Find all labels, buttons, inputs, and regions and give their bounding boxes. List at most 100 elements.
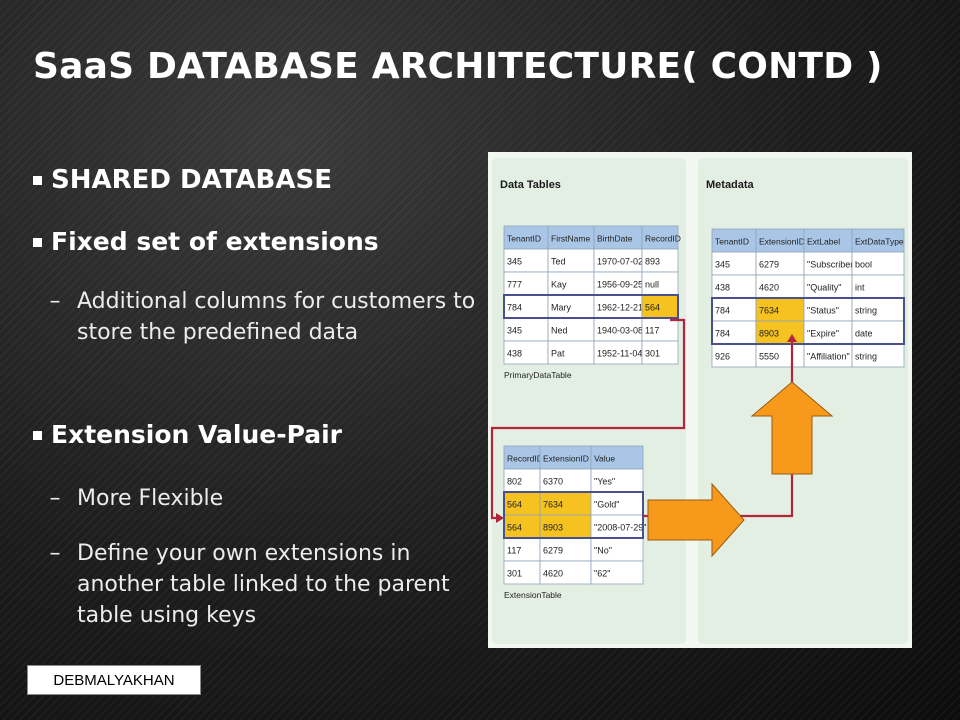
metadata-table-cell-text: "Expire" xyxy=(807,329,839,339)
primary-table-cell-text: 301 xyxy=(645,349,660,359)
slide-title: SaaS DATABASE ARCHITECTURE( CONTD ) xyxy=(33,46,883,87)
up-callout-arrow xyxy=(750,381,834,475)
primary-table-cell-text: 345 xyxy=(507,326,522,336)
metadata-table-cell-text: 784 xyxy=(715,306,730,316)
extension-table-cell-text: 6279 xyxy=(543,546,563,556)
sub-bullet-item: –Additional columns for customers to sto… xyxy=(33,286,477,348)
primary-table-cell-text: 345 xyxy=(507,257,522,267)
primary-table-cell-text: Kay xyxy=(551,280,567,290)
link-arrowhead xyxy=(787,334,797,342)
primary-table-header-text: BirthDate xyxy=(597,234,633,244)
primary-table-cell-text: 438 xyxy=(507,349,522,359)
sub-bullet-item: –Define your own extensions in another t… xyxy=(33,538,477,631)
extension-table-cell-text: "No" xyxy=(594,546,612,556)
metadata-table-cell-text: 6279 xyxy=(759,260,779,270)
link-arrowhead xyxy=(496,513,504,523)
bullet-item: Fixed set of extensions xyxy=(33,222,379,262)
extension-table-cell-text: "62" xyxy=(594,569,610,579)
primary-table-cell-text: 1956-09-25 xyxy=(597,280,643,290)
bullet-text: Fixed set of extensions xyxy=(51,227,379,256)
metadata-table-header-text: ExtDataType xyxy=(855,237,904,247)
extension-table-cell-text: "2008-07-29" xyxy=(594,523,646,533)
primary-table-cell-text: 1970-07-02 xyxy=(597,257,643,267)
square-bullet-icon xyxy=(33,237,42,247)
dash-bullet-icon: – xyxy=(49,541,61,566)
metadata-table-cell-text: 345 xyxy=(715,260,730,270)
metadata-table-cell-text: bool xyxy=(855,260,872,270)
extension-table-cell-text: 7634 xyxy=(543,500,563,510)
metadata-table-cell-text: 4620 xyxy=(759,283,779,293)
primary-table-cell-text: 1962-12-21 xyxy=(597,303,643,313)
extension-table-header-text: ExtensionID xyxy=(543,454,589,464)
dash-bullet-icon: – xyxy=(49,289,61,314)
data-tables-label: Data Tables xyxy=(500,179,561,191)
metadata-table-cell-text: date xyxy=(855,329,873,339)
extension-table-cell-text: 6370 xyxy=(543,477,563,487)
metadata-table-cell-text: 926 xyxy=(715,352,730,362)
sub-bullet-item: –More Flexible xyxy=(33,483,477,514)
metadata-table-cell-text: 784 xyxy=(715,329,730,339)
primary-table-cell-text: 1952-11-04 xyxy=(597,349,642,359)
extension-table-cell-text: 4620 xyxy=(543,569,563,579)
extension-table-cell-text: 301 xyxy=(507,569,522,579)
extension-table-cell-text: "Gold" xyxy=(594,500,619,510)
metadata-table-cell-text: "Status" xyxy=(807,306,839,316)
primary-table-header-text: RecordID xyxy=(645,234,681,244)
metadata-table-cell-text: string xyxy=(855,306,877,316)
extension-table-cell-text: 117 xyxy=(507,546,521,556)
metadata-table-cell-text: 5550 xyxy=(759,352,779,362)
metadata-table-cell-text: int xyxy=(855,283,865,293)
metadata-label: Metadata xyxy=(706,179,755,191)
primary-table-cell-text: Mary xyxy=(551,303,571,313)
primary-table-cell xyxy=(641,340,679,365)
extension-table-header-text: RecordID xyxy=(507,454,543,464)
metadata-selected-rows xyxy=(711,297,905,345)
primary-selected-row xyxy=(503,294,679,319)
bullet-text: Extension Value-Pair xyxy=(51,420,343,449)
metadata-table-cell-text: 7634 xyxy=(759,306,779,316)
square-bullet-icon xyxy=(33,430,42,440)
primary-table-cell-text: 777 xyxy=(507,280,522,290)
sub-bullet-text: Additional columns for customers to stor… xyxy=(77,289,476,345)
primary-table-cell-text: 117 xyxy=(645,326,659,336)
extension-table-cell-text: 564 xyxy=(507,500,522,510)
primary-table-cell-text: Ted xyxy=(551,257,566,267)
extension-table-cell-text: 802 xyxy=(507,477,522,487)
primary-table-cell-text: 564 xyxy=(645,303,660,313)
sub-bullet-text: Define your own extensions in another ta… xyxy=(77,541,450,628)
primary-table-cell-text: Ned xyxy=(551,326,568,336)
bullet-item: SHARED DATABASE xyxy=(33,160,332,200)
metadata-table-cell-text: "Affiliation" xyxy=(807,352,850,362)
primary-table-cell-text: Pat xyxy=(551,349,565,359)
bullet-text: SHARED DATABASE xyxy=(51,165,332,195)
primary-table-cell-text: 1940-03-08 xyxy=(597,326,643,336)
primary-table-header-text: TenantID xyxy=(507,234,541,244)
primary-table-cell-text: 784 xyxy=(507,303,522,313)
metadata-table-cell-text: string xyxy=(855,352,877,362)
extension-table-cell-text: 8903 xyxy=(543,523,563,533)
extension-table-cell-text: "Yes" xyxy=(594,477,615,487)
primary-table-name: PrimaryDataTable xyxy=(504,370,572,380)
square-bullet-icon xyxy=(33,175,42,185)
sub-bullet-text: More Flexible xyxy=(77,486,224,511)
primary-table-cell-text: null xyxy=(645,280,659,290)
metadata-table-header-text: ExtLabel xyxy=(807,237,840,247)
metadata-table-header-text: TenantID xyxy=(715,237,749,247)
metadata-table-cell-text: "Subscriber" xyxy=(807,260,856,270)
metadata-table-cell-text: 438 xyxy=(715,283,730,293)
metadata-table-cell-text: "Quality" xyxy=(807,283,841,293)
primary-table-header-text: FirstName xyxy=(551,234,590,244)
extension-table-header-text: Value xyxy=(594,454,615,464)
primary-table-cell-text: 893 xyxy=(645,257,660,267)
extension-table-cell xyxy=(590,560,644,585)
author-credit: DEBMALYAKHAN xyxy=(27,665,201,695)
metadata-table-header-text: ExtensionID xyxy=(759,237,805,247)
dash-bullet-icon: – xyxy=(49,486,61,511)
extension-table-cell-text: 564 xyxy=(507,523,522,533)
extension-table-name: ExtensionTable xyxy=(504,590,562,600)
metadata-table-cell-text: 8903 xyxy=(759,329,779,339)
bullet-item: Extension Value-Pair xyxy=(33,415,342,455)
